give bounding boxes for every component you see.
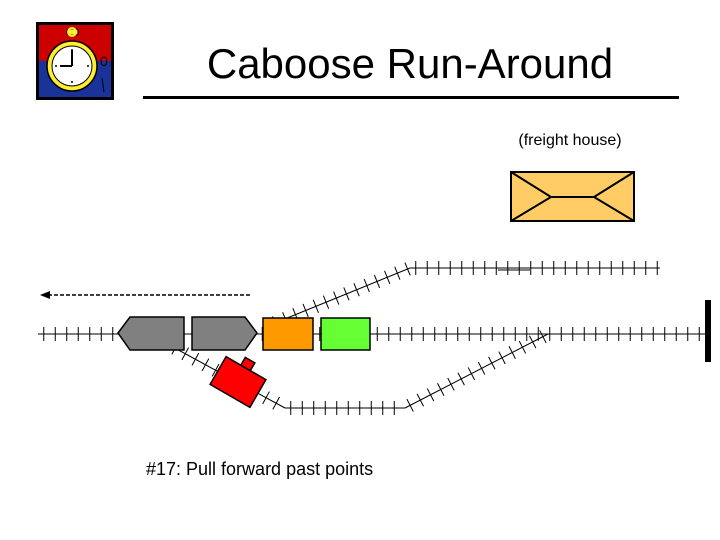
track-tie <box>272 396 280 410</box>
track-tie <box>201 358 210 372</box>
track-tie <box>353 283 360 297</box>
track-tie <box>211 363 220 377</box>
svg-text:0: 0 <box>100 53 108 69</box>
freight-house-label: (freight house) <box>518 132 622 149</box>
step-caption: #17: Pull forward past points <box>146 459 374 479</box>
track-tie <box>262 391 270 405</box>
track-tie <box>333 291 340 305</box>
freight-house <box>510 171 635 222</box>
track-tie <box>467 367 476 381</box>
track-tie <box>498 351 506 365</box>
track-tie <box>518 340 527 354</box>
track-tie <box>302 303 309 318</box>
track-tie <box>426 388 435 402</box>
track-tie <box>457 372 465 386</box>
track-tie <box>181 347 190 361</box>
slide-title: Caboose Run-Around <box>206 40 614 87</box>
track-tie <box>384 270 391 284</box>
track-tie <box>539 330 547 344</box>
locomotive <box>117 316 258 351</box>
orange-freight-car <box>262 317 314 351</box>
track-tie <box>373 274 381 289</box>
track-tie <box>477 361 486 375</box>
track-tie <box>343 287 350 301</box>
direction-arrow <box>40 291 252 299</box>
track-tie <box>363 278 370 293</box>
locomotive-front-hood <box>117 316 185 351</box>
track-tie <box>529 335 537 349</box>
track-tie <box>322 295 330 309</box>
stopwatch-icon: 0 <box>46 27 108 93</box>
track-tie <box>406 398 414 412</box>
stopwatch-logo: 0 <box>36 22 114 100</box>
track-tie <box>508 346 516 359</box>
track-tie <box>394 266 401 280</box>
track-tie <box>191 352 200 366</box>
track-tie <box>312 299 319 314</box>
caboose <box>209 355 267 409</box>
track-tie <box>437 383 445 396</box>
track-tie <box>416 393 424 407</box>
title-underline <box>143 96 679 99</box>
track-tie <box>488 356 496 370</box>
track-tie <box>404 262 411 276</box>
green-freight-car <box>320 317 371 351</box>
track-tie <box>447 377 455 391</box>
locomotive-rear-hood <box>191 316 258 351</box>
